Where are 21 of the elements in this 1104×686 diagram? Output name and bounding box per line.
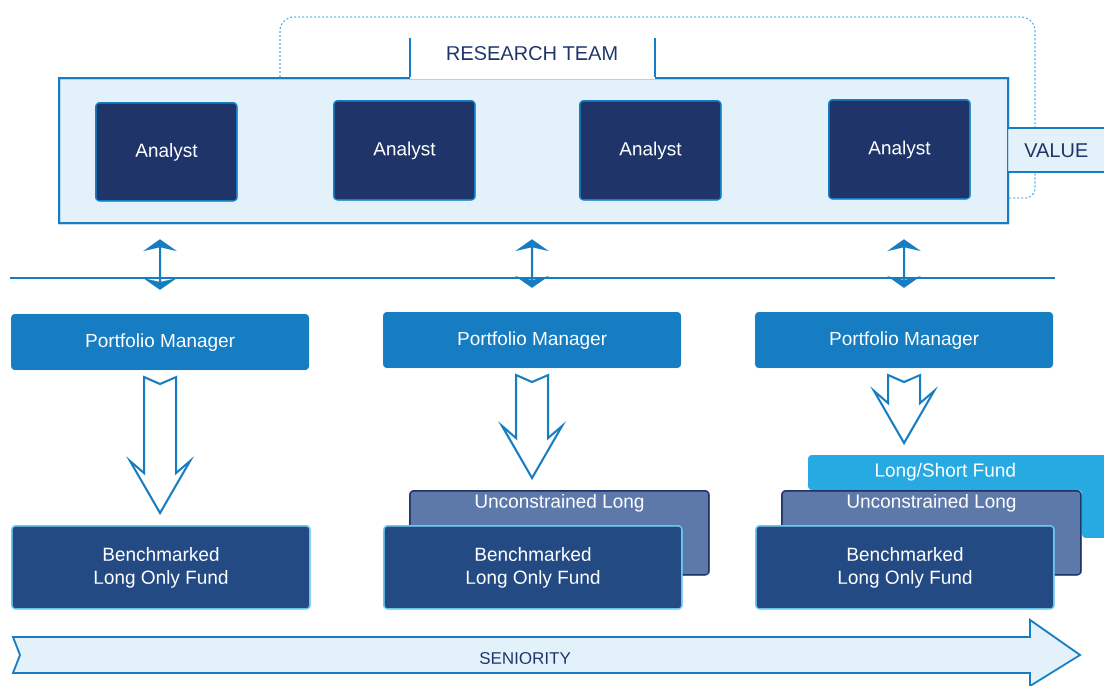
analyst-box: Analyst	[333, 100, 476, 201]
node-label: RESEARCH TEAM	[447, 45, 617, 61]
block-arrow	[497, 373, 567, 481]
fund-card: Benchmarked Long Only Fund	[11, 525, 311, 610]
analyst-box: Analyst	[95, 102, 238, 202]
block-arrow	[869, 373, 939, 446]
block-arrow	[125, 375, 195, 516]
analyst-box: Analyst	[828, 99, 971, 200]
dotted-line	[1008, 172, 1036, 199]
double-arrow	[886, 239, 922, 288]
double-arrow	[142, 239, 178, 290]
analyst-box: Analyst	[579, 100, 722, 201]
manager-box: Portfolio Manager	[383, 312, 682, 369]
value-tab: VALUE	[1005, 126, 1104, 174]
node-label: VALUE	[1024, 143, 1088, 158]
fund-card: Benchmarked Long Only Fund	[383, 525, 683, 610]
manager-box: Portfolio Manager	[755, 312, 1054, 369]
fund-card: Benchmarked Long Only Fund	[755, 525, 1055, 610]
dotted-line	[279, 16, 1036, 128]
double-arrow	[514, 239, 550, 288]
manager-box: Portfolio Manager	[11, 314, 310, 371]
